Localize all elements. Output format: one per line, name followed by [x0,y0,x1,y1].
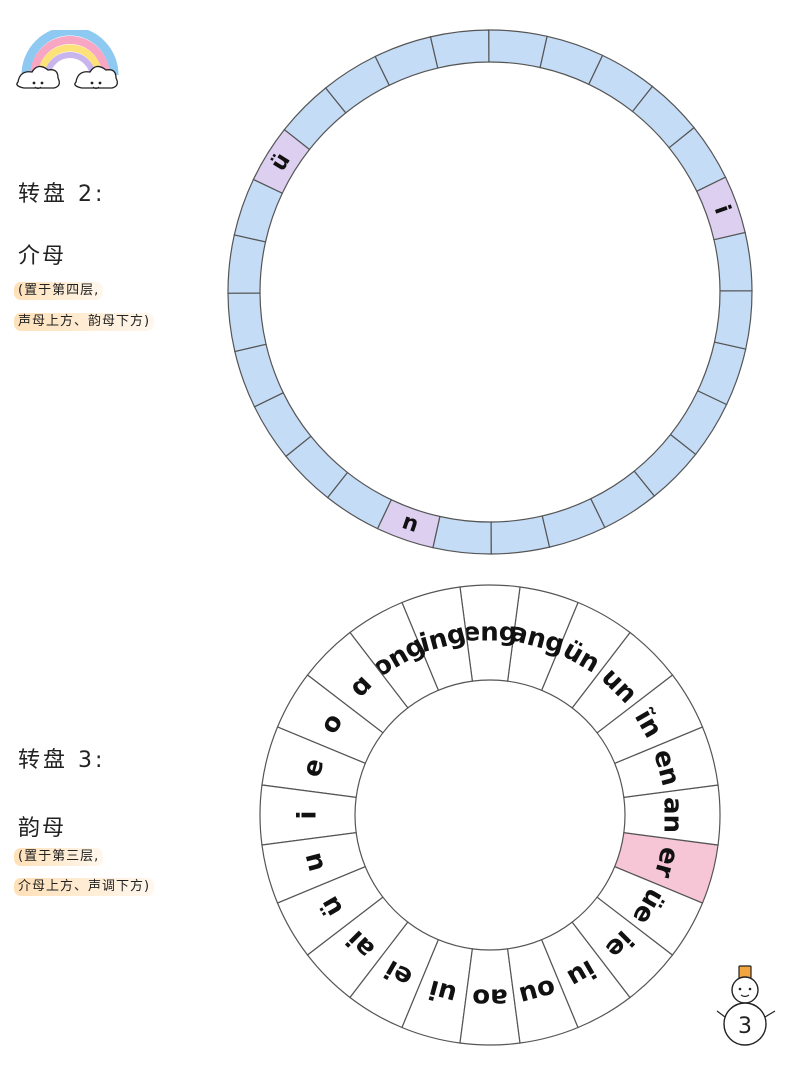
wheel2-segment [695,176,746,241]
wheel3-segment [259,784,357,846]
wheel2-subtitle: 介母 [18,244,67,269]
wheel2-segment [285,435,349,499]
wheel3-segment [401,586,474,692]
wheel2-segment [669,389,728,456]
wheel2-segment [587,54,654,113]
wheel3-segment [261,726,367,799]
wheel2-dial[interactable]: uiü [0,0,800,600]
wheel2-segment-label: u [398,510,421,539]
wheel2-segment [429,29,490,69]
wheel3-segment-label: i [293,811,323,820]
wheel3-segment [571,631,674,734]
wheel3-segment-label: eng [463,618,518,648]
wheel3-segment [276,674,384,765]
snowman-icon: 3 [716,965,776,1046]
wheel2-segment [633,433,697,497]
wheel2-segment [283,87,347,151]
wheel3-segment [540,601,631,709]
wheel3-segment [571,896,674,999]
wheel2-segment [713,290,753,350]
wheel2-segment [234,343,285,408]
wheel2-note-line1: (置于第四层, [14,282,104,300]
wheel3-segment [306,631,409,734]
wheel3-segment [306,896,409,999]
wheel2-segment [227,292,267,353]
wheel2-segment [432,515,492,555]
wheel2-segment [233,178,284,243]
wheel3-segment [506,586,579,692]
wheel2-segment [326,471,393,530]
wheel2-segment [590,470,656,529]
wheel3-segment [506,938,579,1044]
wheel3-segment [401,938,474,1044]
wheel3-segment-label: an [658,797,688,833]
wheel3-segment [349,601,440,709]
wheel2-segment [490,515,551,555]
wheel2-segment [713,231,753,292]
wheel3-title: 转盘 3: [18,748,106,773]
wheel2-title: 转盘 2: [18,182,106,207]
wheel2-segment [488,29,548,69]
wheel3-segment [623,784,721,846]
wheel2-segment [324,55,390,114]
wheel2-segment [374,36,439,87]
wheel2-segment [539,35,604,86]
wheel2-segment [668,126,727,192]
wheel3-segment [276,865,384,956]
wheel3-segment-label: ao [472,983,507,1013]
wheel2-note-line2: 声母上方、韵母下方) [14,313,155,331]
wheel3-segment [613,726,719,799]
wheel3-segment [596,865,704,956]
wheel3-segment [261,831,367,904]
wheel3-segment [349,921,440,1029]
wheel3-segment [540,921,631,1029]
wheel3-note-line2: 介母上方、声调下方) [14,878,155,896]
wheel3-note-line1: (置于第三层, [14,848,104,866]
wheel2-segment [631,85,695,149]
wheel2-segment [252,128,311,195]
wheel3-segment [459,584,521,682]
wheel2-segment [253,392,312,458]
wheel3-segment [459,948,521,1046]
wheel2-segment [541,497,606,548]
wheel2-segment [227,234,267,294]
rainbow-cloud-icon [16,30,119,90]
wheel3-segment [596,674,704,765]
wheel2-segment [696,341,747,406]
wheel3-subtitle: 韵母 [18,816,67,841]
page-number: 3 [738,1014,752,1039]
